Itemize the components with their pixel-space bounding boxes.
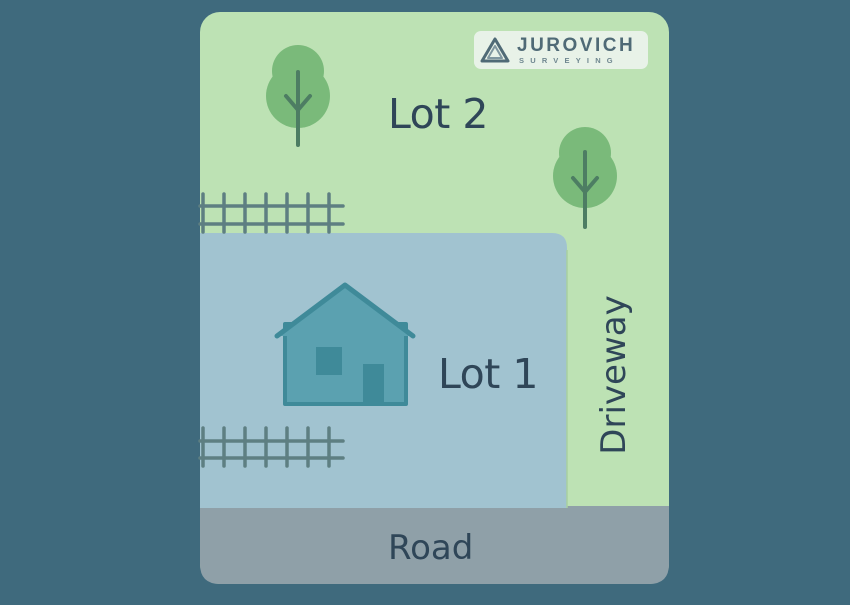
lot-1-label: Lot 1 bbox=[438, 350, 538, 398]
company-logo: JUROVICH SURVEYING bbox=[474, 31, 648, 69]
road-area bbox=[200, 506, 669, 584]
lot-2-label: Lot 2 bbox=[388, 90, 488, 138]
fence-icon bbox=[198, 426, 345, 468]
road-label: Road bbox=[388, 528, 474, 568]
logo-subtitle: SURVEYING bbox=[519, 56, 619, 65]
driveway-label: Driveway bbox=[594, 295, 634, 455]
logo-triangle-icon bbox=[480, 37, 510, 63]
tree-icon bbox=[266, 45, 330, 147]
house-icon bbox=[274, 282, 416, 406]
tree-icon bbox=[553, 127, 617, 229]
logo-name: JUROVICH bbox=[517, 35, 636, 56]
fence-icon bbox=[198, 192, 345, 234]
